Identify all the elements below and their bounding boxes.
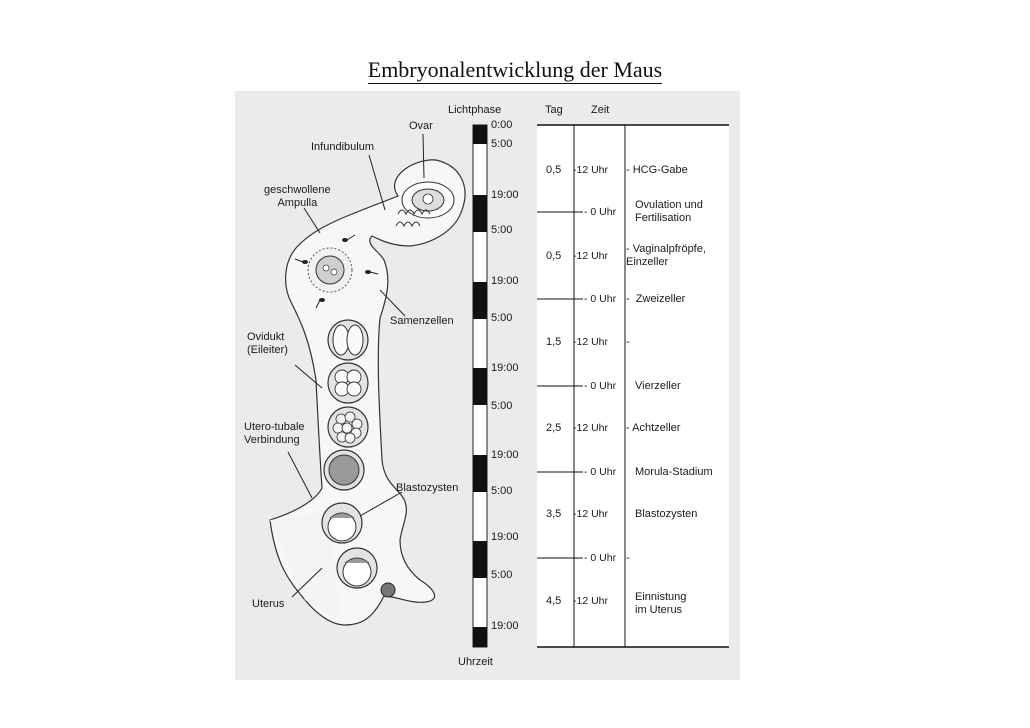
light-phase-bar xyxy=(472,124,488,648)
zeit-midnight: - 0 Uhr xyxy=(584,206,617,218)
label-infundibulum: Infundibulum xyxy=(311,141,374,153)
label-uterus: Uterus xyxy=(252,598,285,610)
implanted-embryo xyxy=(380,582,396,598)
event-label: - Vaginalpfröpfe, Einzeller xyxy=(626,243,706,268)
leader-lines xyxy=(287,133,425,598)
timeline-table xyxy=(537,124,729,648)
light-time: 5:00 xyxy=(491,569,513,581)
event-label: - Achtzeller xyxy=(626,422,681,434)
event-tick: - xyxy=(626,336,630,348)
event-label: Einnistung im Uterus xyxy=(635,591,687,616)
event-tick: - xyxy=(626,552,630,564)
blastocyst-2 xyxy=(336,547,378,589)
light-time: 5:00 xyxy=(491,312,513,324)
ovary-shape xyxy=(395,181,455,228)
event-label: - HCG-Gabe xyxy=(626,164,688,176)
header-zeit: Zeit xyxy=(591,104,610,116)
label-ovar: Ovar xyxy=(409,120,433,132)
event-label: - Zweizeller xyxy=(626,293,686,305)
label-blastozysten: Blastozysten xyxy=(396,482,459,494)
tag-value: 0,5 xyxy=(546,164,562,176)
zeit-noon: -12 Uhr xyxy=(573,595,609,607)
label-ampulla: geschwollene Ampulla xyxy=(264,184,331,209)
zeit-noon: -12 Uhr xyxy=(573,508,609,520)
zeit-noon: -12 Uhr xyxy=(573,164,609,176)
light-time: 19:00 xyxy=(491,189,519,201)
zeit-midnight: - 0 Uhr xyxy=(584,380,617,392)
tag-value: 3,5 xyxy=(546,508,562,520)
event-label: Blastozysten xyxy=(635,508,698,520)
eight-cell-embryo xyxy=(327,406,369,448)
zeit-noon: -12 Uhr xyxy=(573,336,609,348)
four-cell-embryo xyxy=(327,362,369,404)
event-label: Morula-Stadium xyxy=(635,466,713,478)
zeit-midnight: - 0 Uhr xyxy=(584,293,617,305)
light-time: 5:00 xyxy=(491,224,513,236)
two-cell-embryo xyxy=(327,319,369,361)
light-time: 19:00 xyxy=(491,620,519,632)
light-time: 19:00 xyxy=(491,531,519,543)
zygote-shape xyxy=(307,247,353,293)
page-title: Embryonalentwicklung der Maus xyxy=(367,57,663,84)
zeit-midnight: - 0 Uhr xyxy=(584,552,617,564)
light-time: 5:00 xyxy=(491,485,513,497)
sperm-cells xyxy=(294,234,379,309)
light-time: 0:00 xyxy=(491,119,513,131)
header-lichtphase: Lichtphase xyxy=(448,104,502,116)
zeit-noon: -12 Uhr xyxy=(573,250,609,262)
label-ovidukt: Ovidukt (Eileiter) xyxy=(247,331,288,356)
tag-value: 1,5 xyxy=(546,336,562,348)
blastocyst-1 xyxy=(321,502,363,544)
header-tag: Tag xyxy=(545,104,563,116)
event-label: Ovulation und Fertilisation xyxy=(635,199,703,224)
label-utero-tubal: Utero-tubale Verbindung xyxy=(244,421,305,446)
event-label: Vierzeller xyxy=(635,380,681,392)
light-time: 19:00 xyxy=(491,275,519,287)
morula-embryo xyxy=(323,449,365,491)
light-time: 19:00 xyxy=(491,362,519,374)
light-time: 5:00 xyxy=(491,400,513,412)
footer-uhrzeit: Uhrzeit xyxy=(458,656,493,668)
label-samenzellen: Samenzellen xyxy=(390,315,454,327)
tag-value: 0,5 xyxy=(546,250,562,262)
light-time: 5:00 xyxy=(491,138,513,150)
tag-value: 4,5 xyxy=(546,595,562,607)
zeit-midnight: - 0 Uhr xyxy=(584,466,617,478)
tag-value: 2,5 xyxy=(546,422,562,434)
light-time: 19:00 xyxy=(491,449,519,461)
zeit-noon: -12 Uhr xyxy=(573,422,609,434)
